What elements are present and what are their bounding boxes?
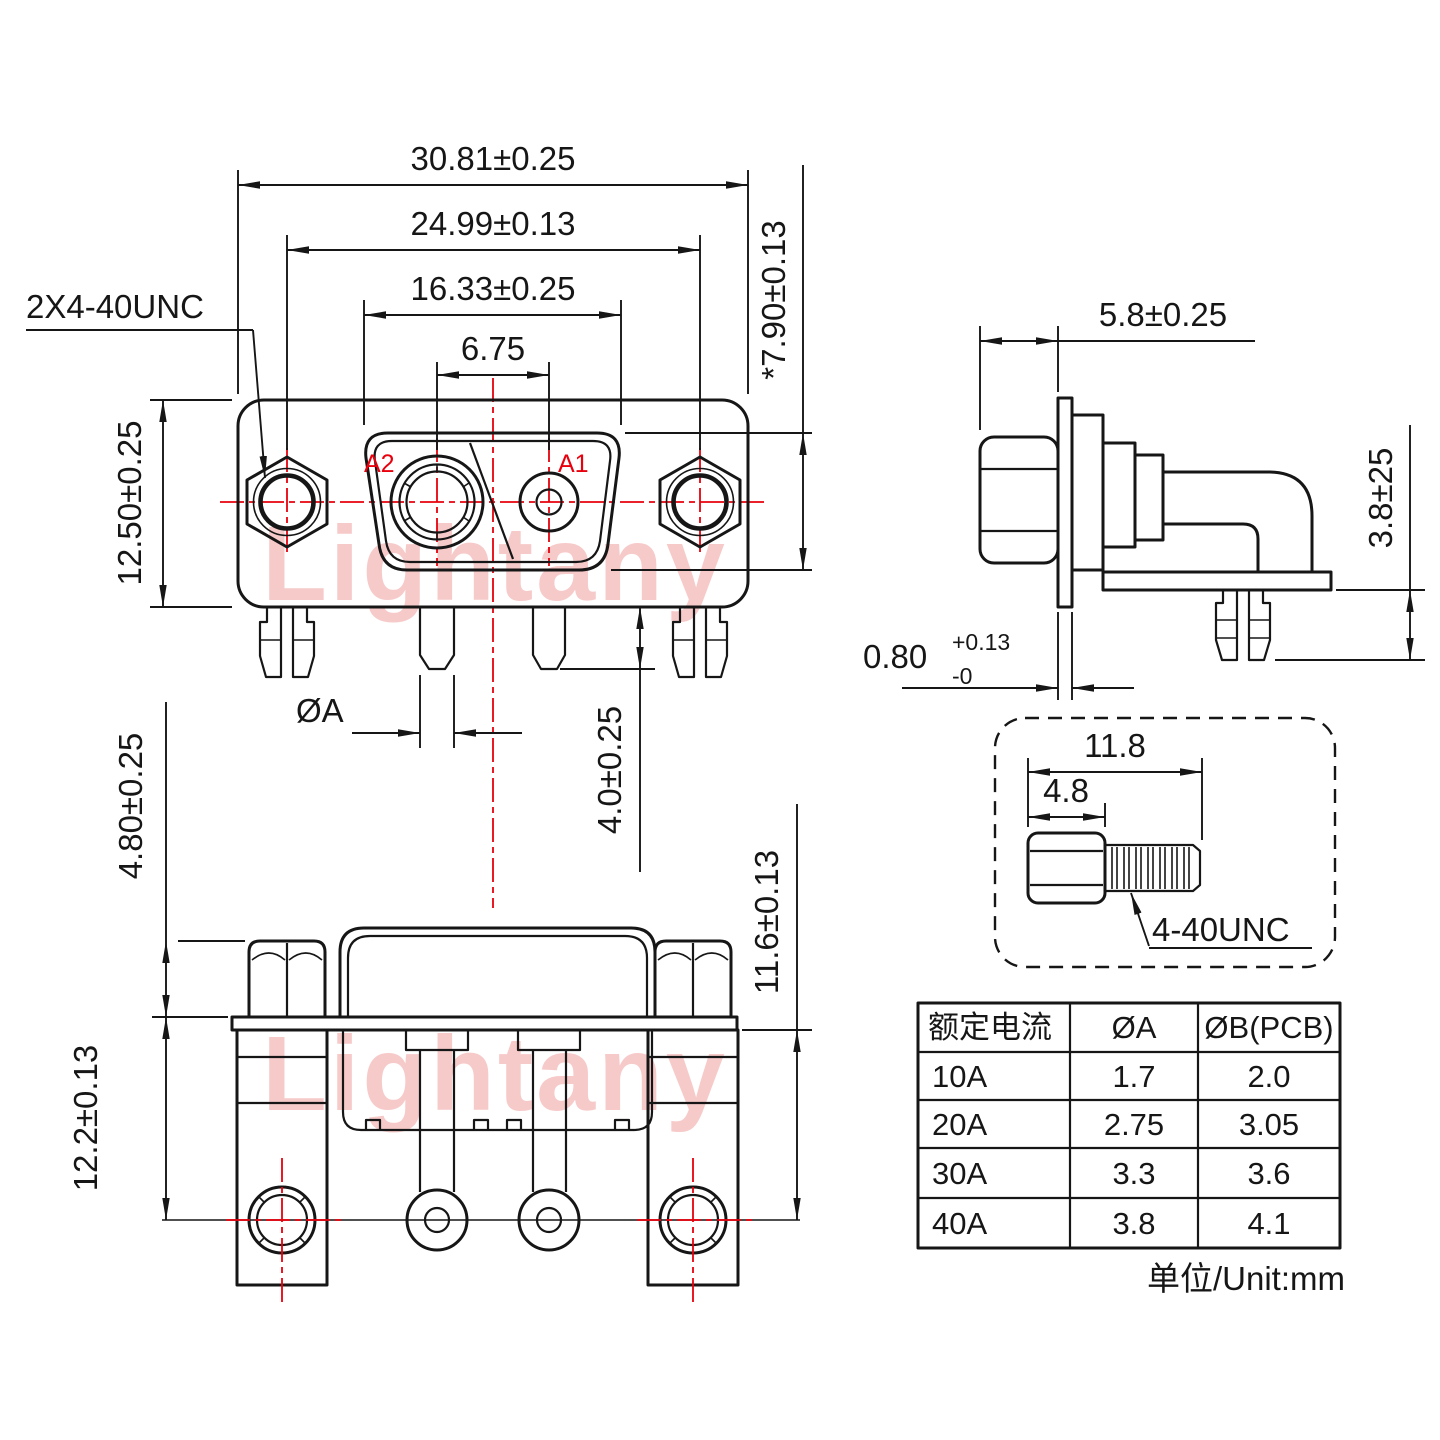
thread-callout: 2X4-40UNC (26, 288, 204, 325)
side-view-dimensions: 5.8±0.25 3.8±25 0.80 +0.13 -0 (863, 296, 1425, 700)
dim-flange-thickness: 0.80 (863, 638, 927, 675)
table-header-current: 额定电流 (928, 1010, 1052, 1045)
table-header-dia-a: ØA (1112, 1010, 1157, 1045)
mounting-nut-right (658, 455, 742, 549)
dim-flange-tol-upper: +0.13 (952, 629, 1010, 655)
contact-a2 (389, 454, 485, 550)
dim-bracket-height: 3.8±25 (1362, 448, 1399, 549)
screw-detail: 11.8 4.8 4-40UNC (993, 716, 1337, 969)
screw-dimensions: 11.8 4.8 4-40UNC (1027, 727, 1312, 949)
dim-flange-tol-lower: -0 (952, 663, 972, 689)
board-lock-right (671, 605, 729, 679)
dim-opening-width: 16.33±0.25 (411, 270, 576, 307)
watermark-layer: Lightany Lightany (262, 505, 728, 1133)
screw-thread (1105, 843, 1202, 893)
screw-thread-label: 4-40UNC (1152, 911, 1290, 948)
dim-contact-pitch: 6.75 (461, 330, 525, 367)
spec-table: 额定电流 ØA ØB(PCB) 10A 1.7 2.0 20A 2.75 3.0… (916, 1001, 1345, 1297)
detail-box (993, 716, 1337, 969)
pin-dia-label: ØA (296, 692, 344, 729)
svg-text:10A: 10A (932, 1059, 987, 1094)
front-view: A2 A1 30.81±0.25 24.99±0.13 (26, 140, 812, 908)
svg-text:3.3: 3.3 (1112, 1156, 1155, 1191)
dim-screw-total: 11.8 (1084, 727, 1146, 764)
shell-top (338, 926, 657, 1019)
shell-skirt (341, 1030, 654, 1132)
table-row: 30A 3.3 3.6 (932, 1156, 1291, 1191)
watermark-text: Lightany (262, 505, 728, 623)
dim-standoff-depth: 12.2±0.13 (67, 1045, 104, 1192)
board-lock-side (1214, 588, 1272, 662)
svg-text:2.75: 2.75 (1104, 1107, 1164, 1142)
right-angle-bracket (1161, 470, 1314, 574)
front-view-dimensions: 30.81±0.25 24.99±0.13 16.33±0.25 6.75 *7… (26, 140, 812, 872)
contact-a1-label: A1 (558, 450, 589, 478)
connector-body (236, 398, 750, 609)
flange-plate-top (230, 1015, 739, 1032)
svg-text:30A: 30A (932, 1156, 987, 1191)
contact-a2-label: A2 (364, 450, 395, 478)
dsub-opening (364, 431, 621, 572)
bottom-view-dimensions: 4.80±0.25 12.2±0.13 11.6±0.13 (67, 702, 812, 1220)
unit-note: 单位/Unit:mm (1147, 1260, 1345, 1297)
screw-hex-head (1026, 831, 1107, 905)
power-pin-a1 (531, 607, 567, 671)
dim-body-height: 12.50±0.25 (111, 421, 148, 586)
svg-text:2.0: 2.0 (1247, 1059, 1290, 1094)
bracket-base (1101, 570, 1333, 592)
dim-pin-length: 4.0±0.25 (591, 706, 628, 834)
dim-overall-width: 30.81±0.25 (411, 140, 576, 177)
mounting-nut-left (245, 455, 329, 549)
table-row: 40A 3.8 4.1 (932, 1206, 1291, 1241)
jackscrew-nut-right (653, 939, 733, 1019)
hex-head-side (978, 435, 1060, 565)
svg-text:3.6: 3.6 (1247, 1156, 1290, 1191)
bottom-view: 4.80±0.25 12.2±0.13 11.6±0.13 (67, 702, 812, 1302)
contact-a1 (518, 471, 580, 533)
dim-screw-head: 4.8 (1043, 772, 1089, 809)
svg-text:40A: 40A (932, 1206, 987, 1241)
side-view: 5.8±0.25 3.8±25 0.80 +0.13 -0 (863, 296, 1425, 700)
mounting-hole-left (258, 473, 316, 531)
table-border (916, 1001, 1342, 1250)
dim-pin-depth: 11.6±0.13 (748, 850, 785, 994)
board-lock-left (258, 605, 316, 679)
table-row: 10A 1.7 2.0 (932, 1059, 1291, 1094)
flange-plate (1056, 396, 1074, 609)
power-pin-a2 (418, 607, 456, 671)
mounting-hole-right (671, 473, 729, 531)
dim-mount-span: 24.99±0.13 (411, 205, 576, 242)
hole-crosshairs (226, 1158, 753, 1302)
svg-text:3.05: 3.05 (1239, 1107, 1299, 1142)
centerlines (220, 378, 766, 908)
watermark-text: Lightany (262, 1015, 728, 1133)
svg-text:1.7: 1.7 (1112, 1059, 1155, 1094)
table-row: 20A 2.75 3.05 (932, 1107, 1299, 1142)
svg-text:4.1: 4.1 (1247, 1206, 1290, 1241)
svg-text:20A: 20A (932, 1107, 987, 1142)
table-header-dia-b: ØB(PCB) (1204, 1010, 1333, 1045)
dim-depth: 5.8±0.25 (1099, 296, 1227, 333)
dim-opening-height: *7.90±0.13 (755, 220, 792, 379)
dim-nut-height: 4.80±0.25 (112, 733, 149, 880)
jackscrew-nut-left (247, 939, 327, 1019)
svg-text:3.8: 3.8 (1112, 1206, 1155, 1241)
